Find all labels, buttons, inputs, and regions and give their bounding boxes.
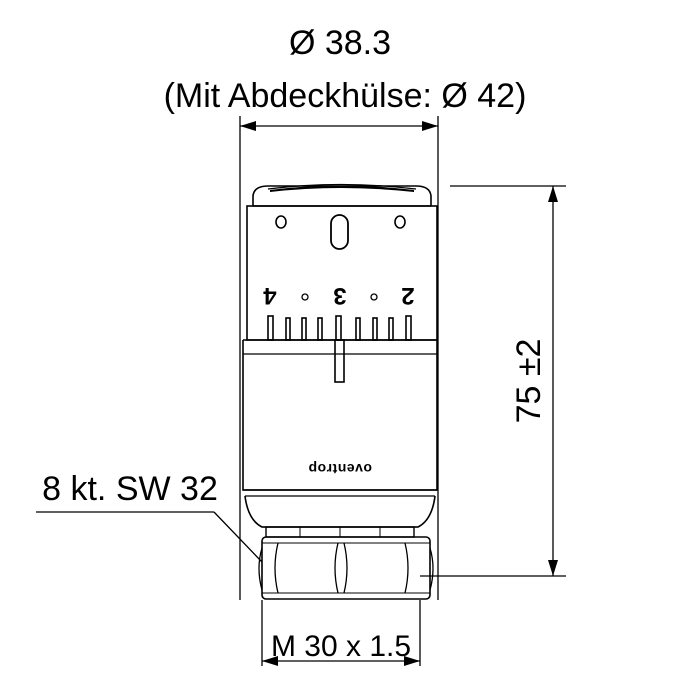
height-label: 75 ±2: [510, 339, 548, 424]
diameter-label: Ø 38.3: [289, 24, 391, 62]
brand-label: oventrop: [308, 461, 372, 477]
thread-dimension-line: [261, 600, 421, 666]
height-dimension-line: [420, 185, 566, 577]
right-hole: [394, 215, 406, 229]
scale-label-2: 2: [401, 282, 414, 309]
thread-label: M 30 x 1.5: [271, 630, 411, 663]
scale-section: [246, 205, 438, 341]
wrench-label: 8 kt. SW 32: [42, 470, 218, 508]
wrench-leader-line: [36, 511, 263, 563]
scale-label-4: 4: [263, 282, 277, 309]
left-hole: [275, 215, 287, 229]
diameter-dimension-line: [239, 116, 439, 600]
diameter-note-label: (Mit Abdeckhülse: Ø 42): [164, 77, 527, 115]
center-window: [330, 214, 349, 250]
thermostat-body: [242, 339, 438, 538]
thermostat-cap: [252, 183, 432, 207]
setting-pointer: [334, 339, 345, 383]
scale-label-3: 3: [333, 282, 346, 309]
hex-nut: [258, 536, 434, 600]
